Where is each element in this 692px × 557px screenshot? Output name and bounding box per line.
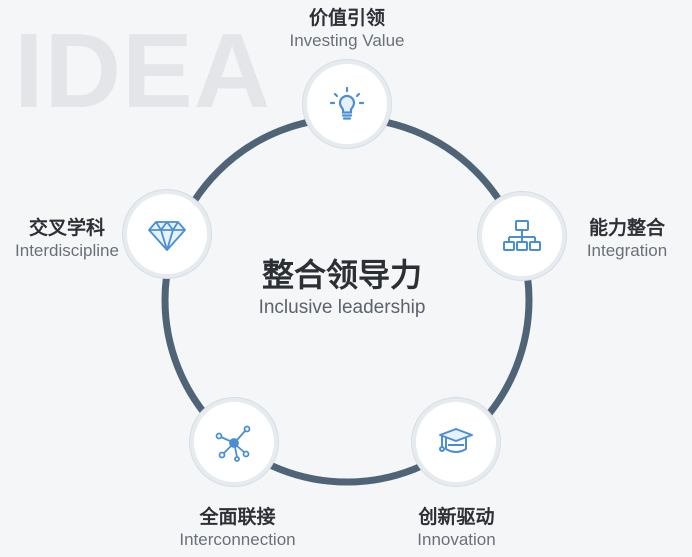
node-label-investing-value: 价值引领 Investing Value [262,6,432,52]
node-investing-value [303,60,391,148]
lightbulb-icon [329,86,365,120]
center-subtitle: Inclusive leadership [258,297,426,318]
node-subtitle: Interdiscipline [15,241,119,260]
node-title: 能力整合 [588,217,665,239]
graduation-cap-icon [439,428,473,453]
org-chart-icon [503,220,541,251]
node-title: 价值引领 [308,7,385,29]
node-innovation [412,398,500,486]
center-title-block: 整合领导力 Inclusive leadership [232,255,452,321]
center-title: 整合领导力 [261,256,422,294]
diamond-icon [148,221,186,251]
node-title: 全面联接 [199,506,276,528]
node-subtitle: Interconnection [179,530,296,549]
watermark-text: IDEA [14,12,272,130]
network-nodes-icon [215,425,251,462]
node-label-innovation: 创新驱动 Innovation [384,505,529,551]
node-title: 创新驱动 [418,506,495,528]
node-subtitle: Innovation [417,530,496,549]
node-subtitle: Integration [586,241,668,260]
node-label-interconnection: 全面联接 Interconnection [160,505,315,551]
node-integration [478,192,566,280]
node-title: 交叉学科 [28,217,105,239]
node-interconnection [190,398,278,486]
node-subtitle: Investing Value [289,31,405,50]
node-interdiscipline [123,190,211,278]
node-label-interdiscipline: 交叉学科 Interdiscipline [4,216,130,262]
node-label-integration: 能力整合 Integration [572,216,682,262]
